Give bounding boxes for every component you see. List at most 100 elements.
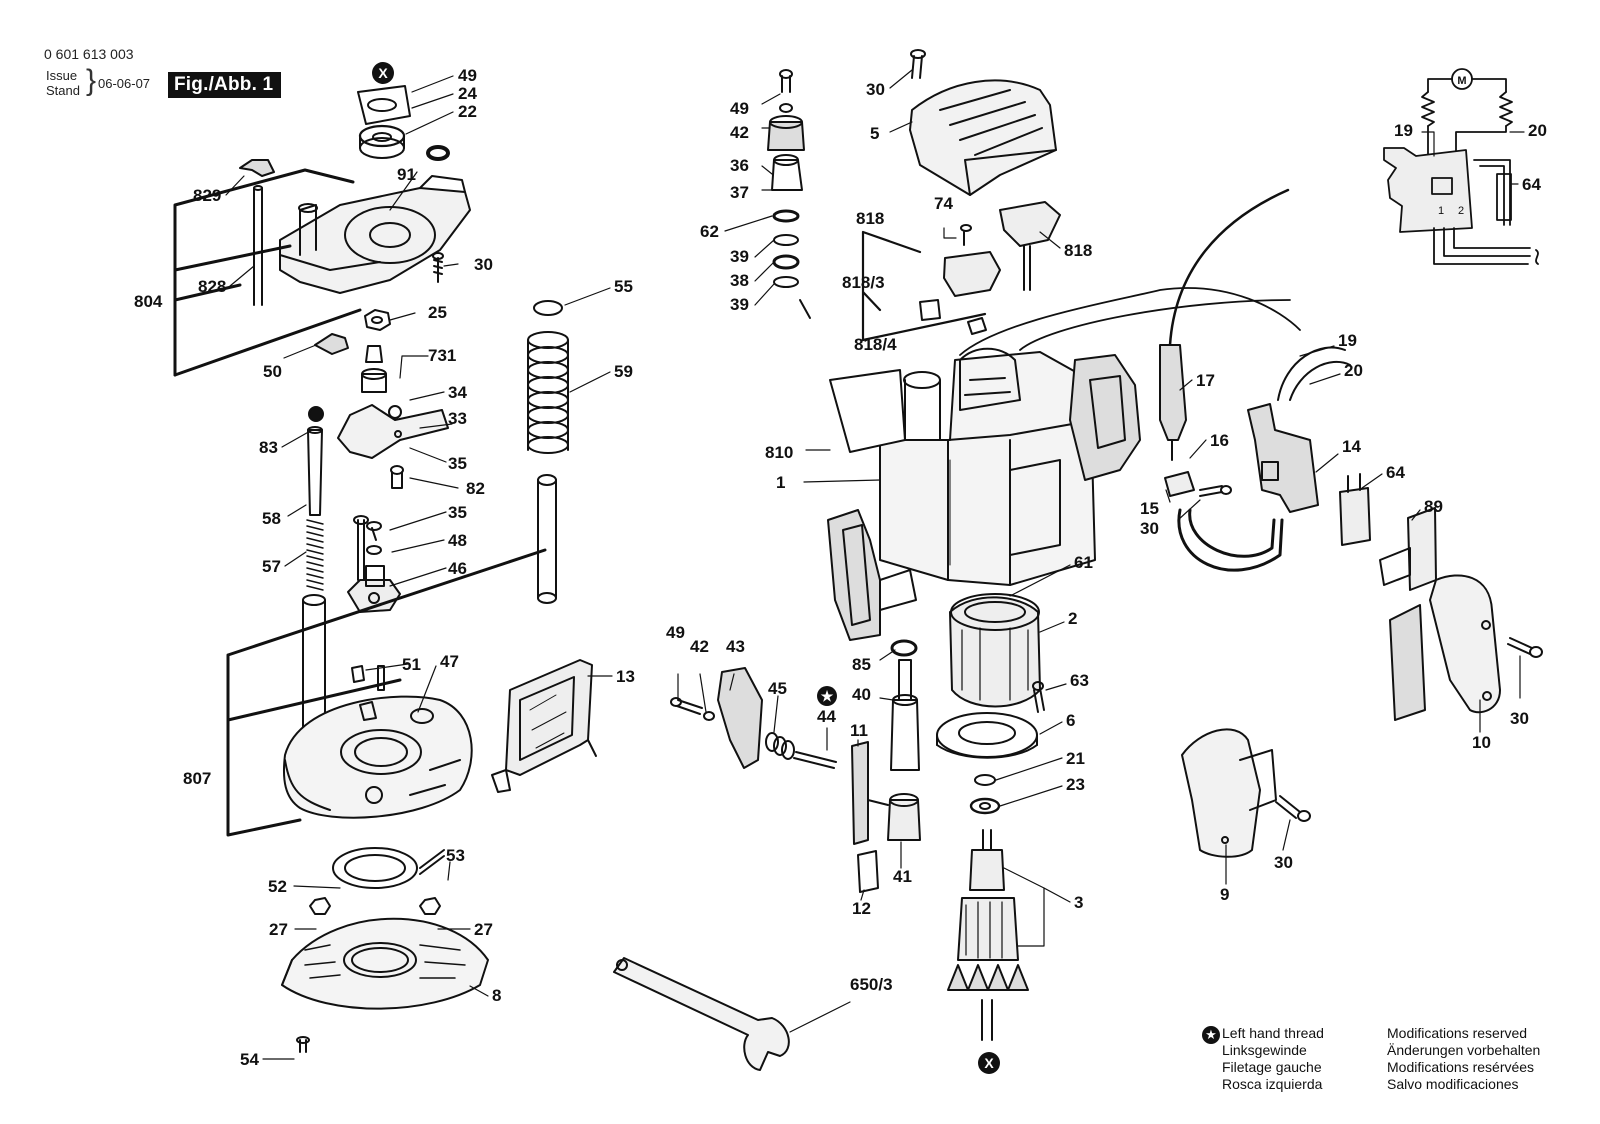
callout-61: 61 [1074,553,1093,572]
callout-54: 54 [240,1050,259,1069]
callout-23: 23 [1066,775,1085,794]
callout-10: 10 [1472,733,1491,752]
plate-11 [851,741,889,845]
callout-37: 37 [730,183,749,202]
callout-22: 22 [458,102,477,121]
switch-14 [1247,403,1319,513]
cable-clamp-16-15 [1164,471,1232,497]
sleeve-41 [887,793,921,841]
star-glyph: ★ [821,688,834,704]
spring-45 [765,732,795,760]
o-ring-91 [426,145,450,161]
callout-24: 24 [458,84,477,103]
depth-stop-lever-829 [239,159,275,177]
screw-30-top [910,49,926,79]
motor-housing-1 [829,347,1096,586]
handle-shell-10 [1389,574,1501,721]
document-number: 0 601 613 003 [44,46,134,62]
handle-shell-9 [1181,728,1277,858]
motor-symbol: M [1457,75,1466,87]
callout-828: 828 [198,277,226,296]
handle-right [1069,354,1141,481]
callout-35-upper: 35 [448,454,467,473]
legend-line: Linksgewinde [1222,1042,1307,1058]
left-hand-thread-star [817,686,837,706]
bearing-cover-plate [357,85,411,125]
base-plate-housing [282,695,473,819]
brace-glyph: } [86,64,97,97]
spindle-stack [767,69,811,319]
callout-82: 82 [466,479,485,498]
cable-loops [1177,508,1284,572]
bracket-89 [1379,507,1437,591]
callout-55: 55 [614,277,633,296]
screw-63 [1032,681,1045,713]
callout-64-diagram: 64 [1522,175,1541,194]
callout-51: 51 [402,655,421,674]
air-guide-6 [936,712,1038,759]
guide-rod-828 [253,185,263,306]
callout-818-4: 818/4 [854,335,897,354]
callout-829: 829 [193,186,221,205]
wrench-650-3 [613,957,790,1071]
callout-47: 47 [440,652,459,671]
x-marker-bottom [978,1052,1000,1074]
callout-21: 21 [1066,749,1085,768]
callout-50: 50 [263,362,282,381]
callout-52: 52 [268,877,287,896]
callout-59: 59 [614,362,633,381]
group-bracket-818 [861,230,987,342]
screw-82 [390,465,404,489]
stand-label: Stand [46,83,80,98]
callout-53: 53 [446,846,465,865]
callout-85: 85 [852,655,871,674]
collet-40 [890,659,920,771]
callout-58: 58 [262,509,281,528]
callout-8: 8 [492,986,501,1005]
issue-date: 06-06-07 [98,76,151,91]
screw-30-bracket [432,252,444,283]
callout-42-spindle: 42 [730,123,749,142]
issue-label: Issue [46,68,78,83]
callout-83: 83 [259,438,278,457]
wires-19-20 [1277,346,1351,401]
callout-40: 40 [852,685,871,704]
callout-810: 810 [765,443,793,462]
screw-54 [296,1036,310,1053]
callout-13: 13 [616,667,635,686]
callout-30-bracket: 30 [474,255,493,274]
handle-left [827,509,917,641]
capacitor-64 [1339,473,1371,546]
callout-15: 15 [1140,499,1159,518]
leader-lines [225,69,1525,1060]
callout-57: 57 [262,557,281,576]
callout-818-3: 818/3 [842,273,885,292]
switch-terminal-2: 2 [1458,205,1464,217]
callout-44: 44 [817,707,836,726]
callout-30-cover: 30 [866,80,885,99]
column-55-59 [527,300,569,454]
callout-14: 14 [1342,437,1361,456]
spring-53 [419,849,445,875]
left-hand-thread-legend-star: ★ [1202,1026,1220,1044]
stop-bar-58 [307,426,323,516]
callout-30-clamp: 30 [1140,519,1159,538]
left-hand-thread-legend: Left hand thread Linksgewinde Filetage g… [1222,1025,1324,1093]
armature-3 [947,829,1029,1041]
legend-line: Modifications reserved [1387,1025,1528,1041]
pins-51-47 [351,665,385,691]
callout-2: 2 [1068,609,1077,628]
legend-line: Rosca izquierda [1222,1076,1323,1092]
callout-3: 3 [1074,893,1083,912]
callout-41: 41 [893,867,912,886]
callout-17: 17 [1196,371,1215,390]
screw-49-lock [670,697,715,721]
callout-63: 63 [1070,671,1089,690]
nuts-27 [309,897,441,915]
bolt-44 [793,751,837,769]
x-glyph-bottom: X [984,1055,994,1071]
callout-5: 5 [870,124,879,143]
callout-34: 34 [448,383,467,402]
callout-49-lock: 49 [666,623,685,642]
modifications-legend: Modifications reserved Änderungen vorbeh… [1387,1025,1540,1093]
